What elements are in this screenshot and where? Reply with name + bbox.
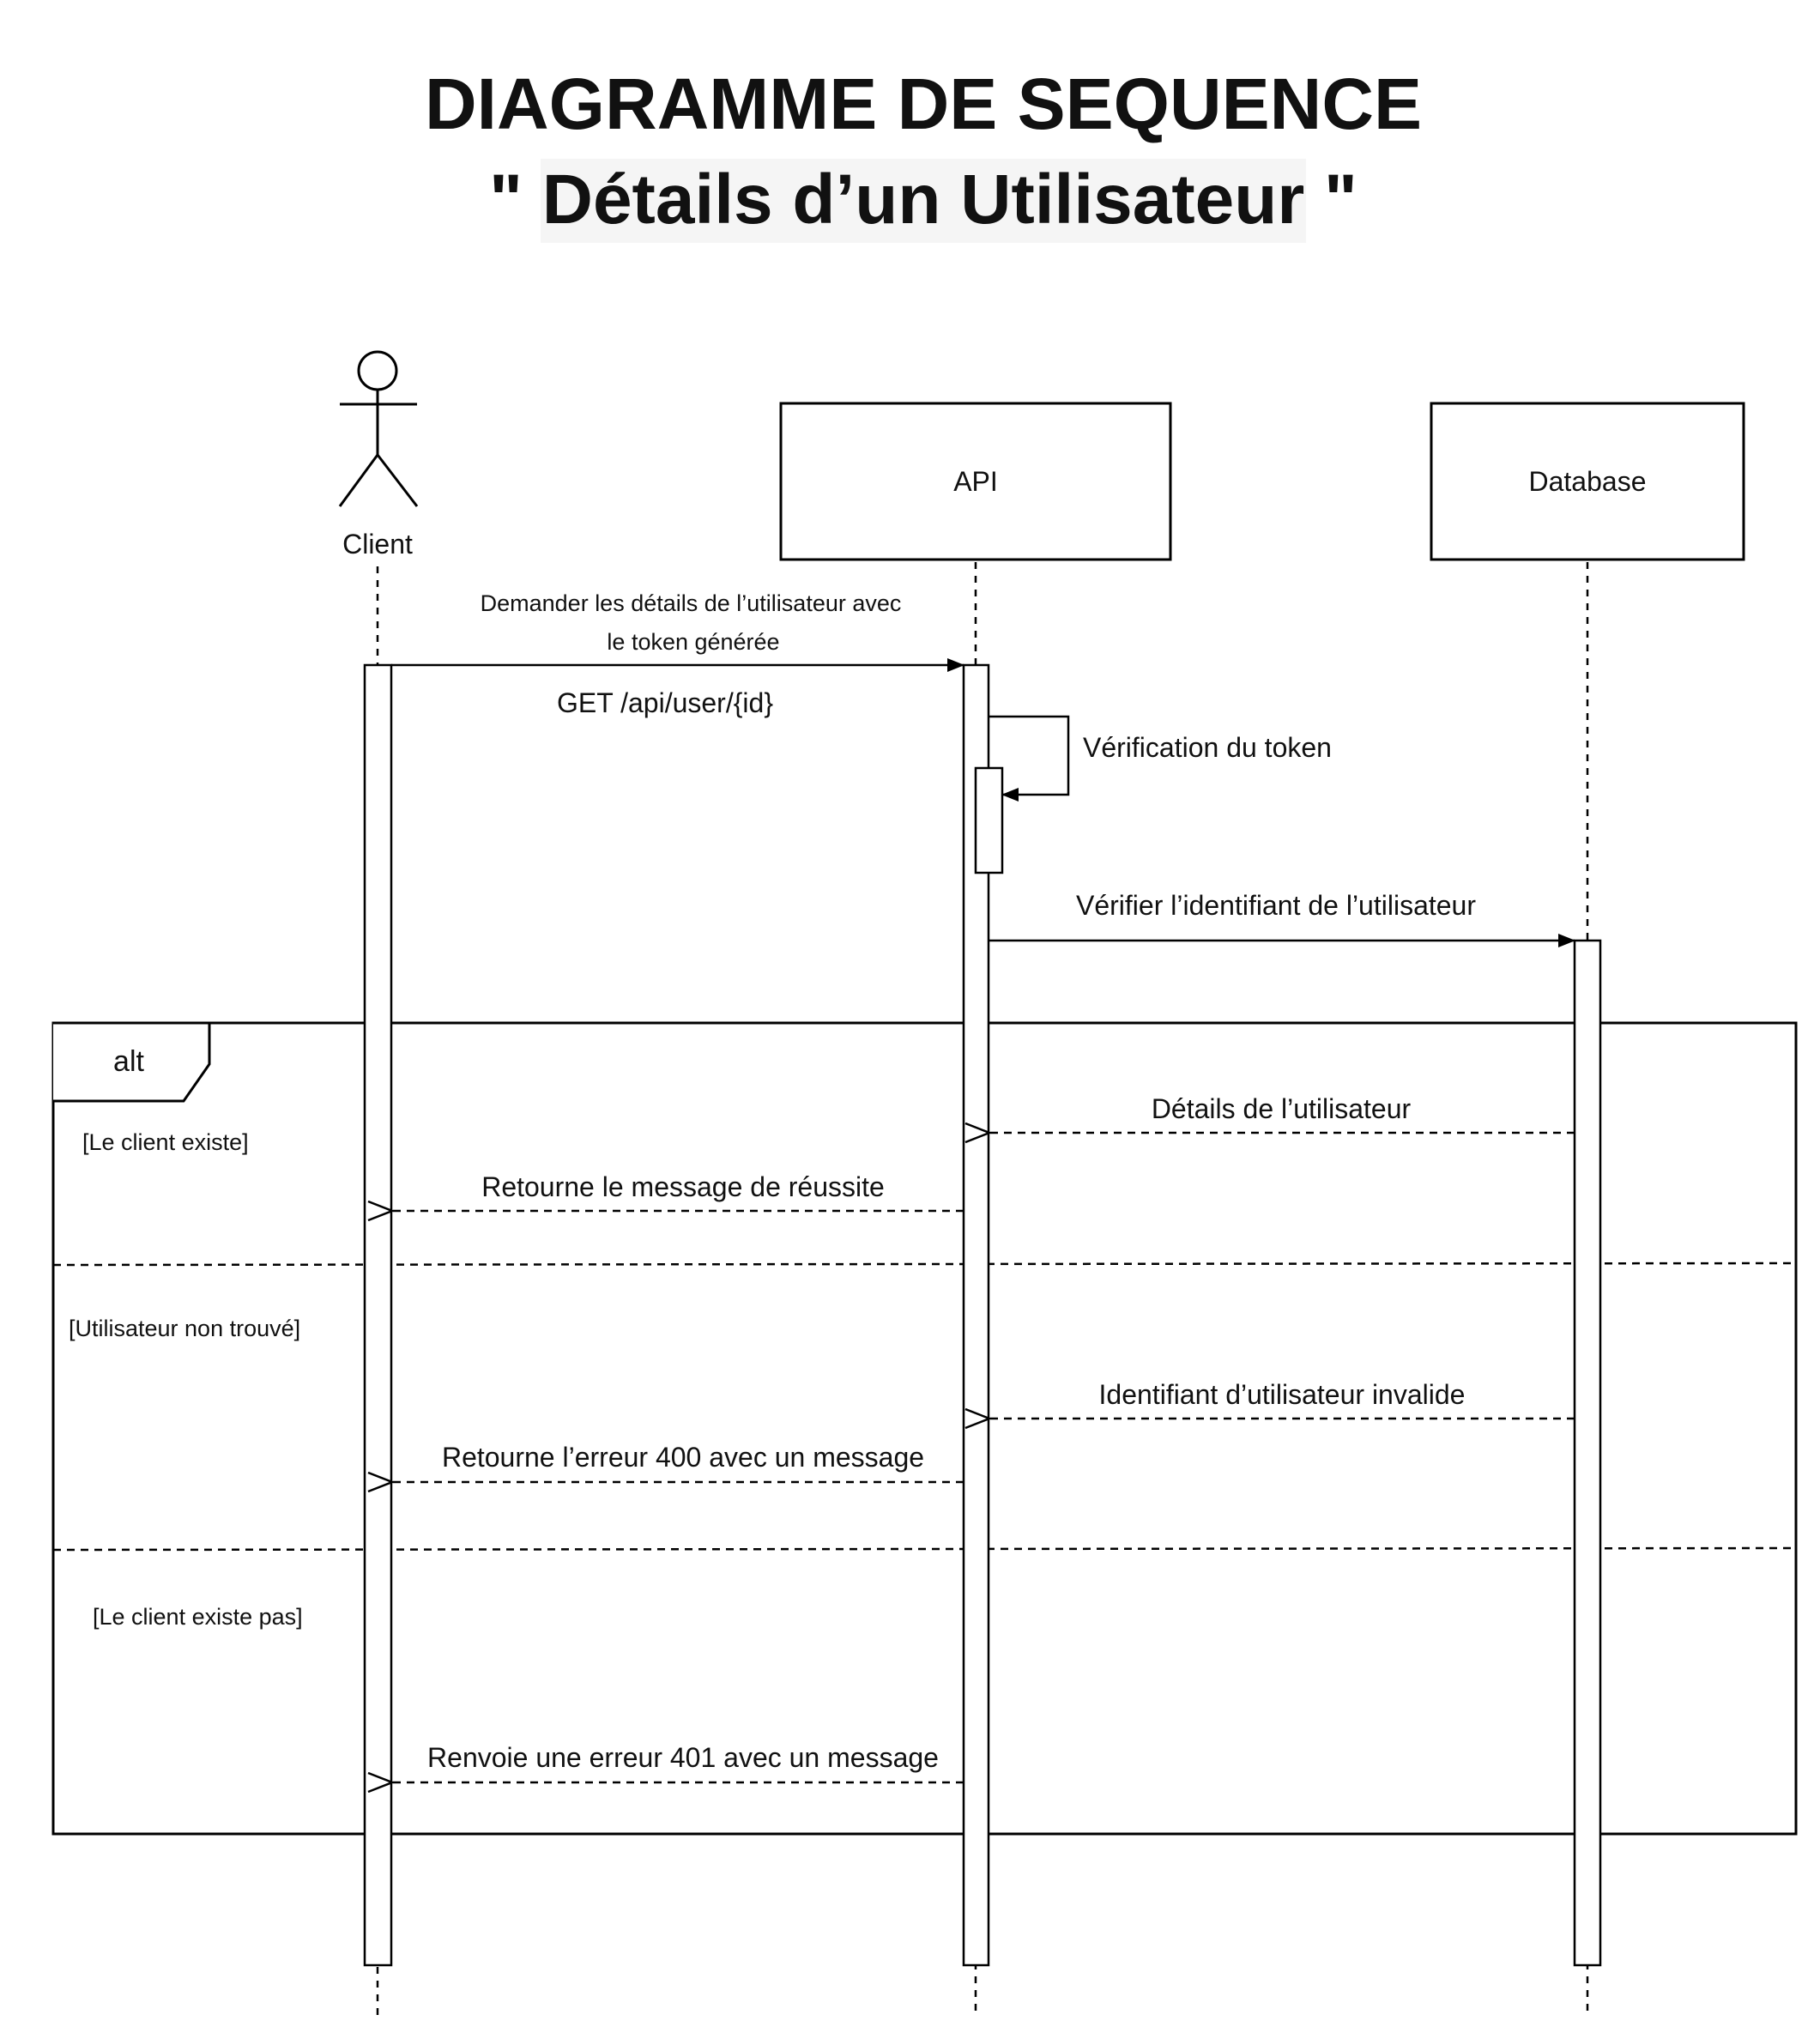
activation-api-token-check bbox=[974, 766, 1004, 874]
activation-client bbox=[363, 663, 393, 1967]
participant-api-box bbox=[779, 402, 1172, 561]
msg-error-400-label: Retourne l’erreur 400 avec un message bbox=[442, 1442, 924, 1473]
subtitle-background bbox=[541, 159, 1306, 243]
participant-database-label: Database bbox=[1529, 466, 1647, 497]
activation-api bbox=[962, 663, 990, 1967]
participant-api-label: API bbox=[953, 466, 998, 497]
alt-condition-client-not-exists: [Le client existe pas] bbox=[93, 1604, 303, 1630]
alt-condition-client-exists: [Le client existe] bbox=[82, 1129, 249, 1155]
alt-separator-2 bbox=[52, 1546, 1797, 1552]
msg-error-401-label: Renvoie une erreur 401 avec un message bbox=[427, 1742, 939, 1773]
actor-head bbox=[357, 350, 398, 391]
alt-fragment-tab bbox=[53, 1021, 211, 1103]
msg-success-return-label: Retourne le message de réussite bbox=[481, 1171, 885, 1202]
msg-verify-token-label: Vérification du token bbox=[1083, 732, 1332, 763]
msg-verify-id-label: Vérifier l’identifiant de l’utilisateur bbox=[1076, 890, 1476, 921]
msg-request-label-line1: Demander les détails de l’utilisateur av… bbox=[481, 590, 902, 616]
msg-request-endpoint: GET /api/user/{id} bbox=[557, 687, 773, 718]
actor-client bbox=[338, 350, 419, 507]
participant-database-box bbox=[1430, 402, 1745, 561]
activation-database bbox=[1573, 939, 1602, 1967]
alt-condition-user-not-found: [Utilisateur non trouvé] bbox=[69, 1316, 300, 1341]
msg-user-details-label: Détails de l’utilisateur bbox=[1152, 1093, 1412, 1124]
alt-operator-label: alt bbox=[113, 1045, 144, 1078]
alt-fragment bbox=[51, 1021, 1798, 1836]
participant-client-label: Client bbox=[342, 529, 413, 560]
msg-request-label-line2: le token générée bbox=[607, 629, 779, 655]
msg-invalid-id-label: Identifiant d’utilisateur invalide bbox=[1099, 1379, 1466, 1410]
diagram-subtitle: " Détails d’un Utilisateur " bbox=[489, 160, 1357, 239]
diagram-title: DIAGRAMME DE SEQUENCE bbox=[425, 64, 1422, 144]
msg-verify-token-arrow bbox=[989, 715, 1070, 802]
alt-separator-1 bbox=[52, 1262, 1797, 1267]
